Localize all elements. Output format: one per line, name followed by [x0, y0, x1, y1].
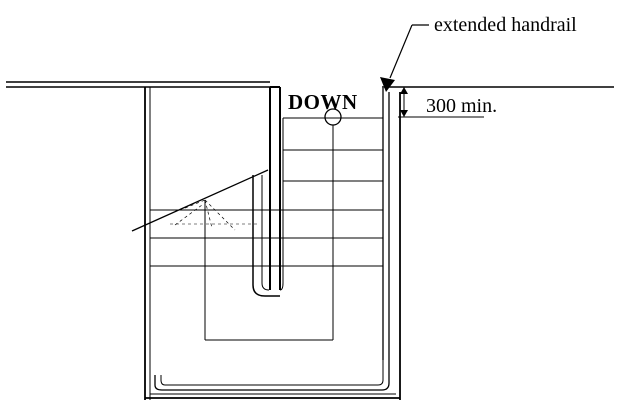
floor-edge-lines: [6, 81, 614, 88]
center-wall-handrail: [252, 86, 284, 297]
stairwell-walls: [144, 87, 401, 400]
walking-line: [204, 108, 342, 341]
stair-treads: [150, 117, 383, 267]
extended-handrail-line: [154, 88, 390, 391]
down-direction-label: DOWN: [288, 90, 358, 114]
callout-arrow-icon: [380, 77, 395, 92]
dimension-marker: [398, 87, 484, 118]
section-break-line: [131, 169, 269, 232]
minimum-height-label: 300 min.: [426, 95, 497, 117]
extended-handrail-label: extended handrail: [434, 14, 577, 36]
callout-leader: [380, 24, 429, 92]
